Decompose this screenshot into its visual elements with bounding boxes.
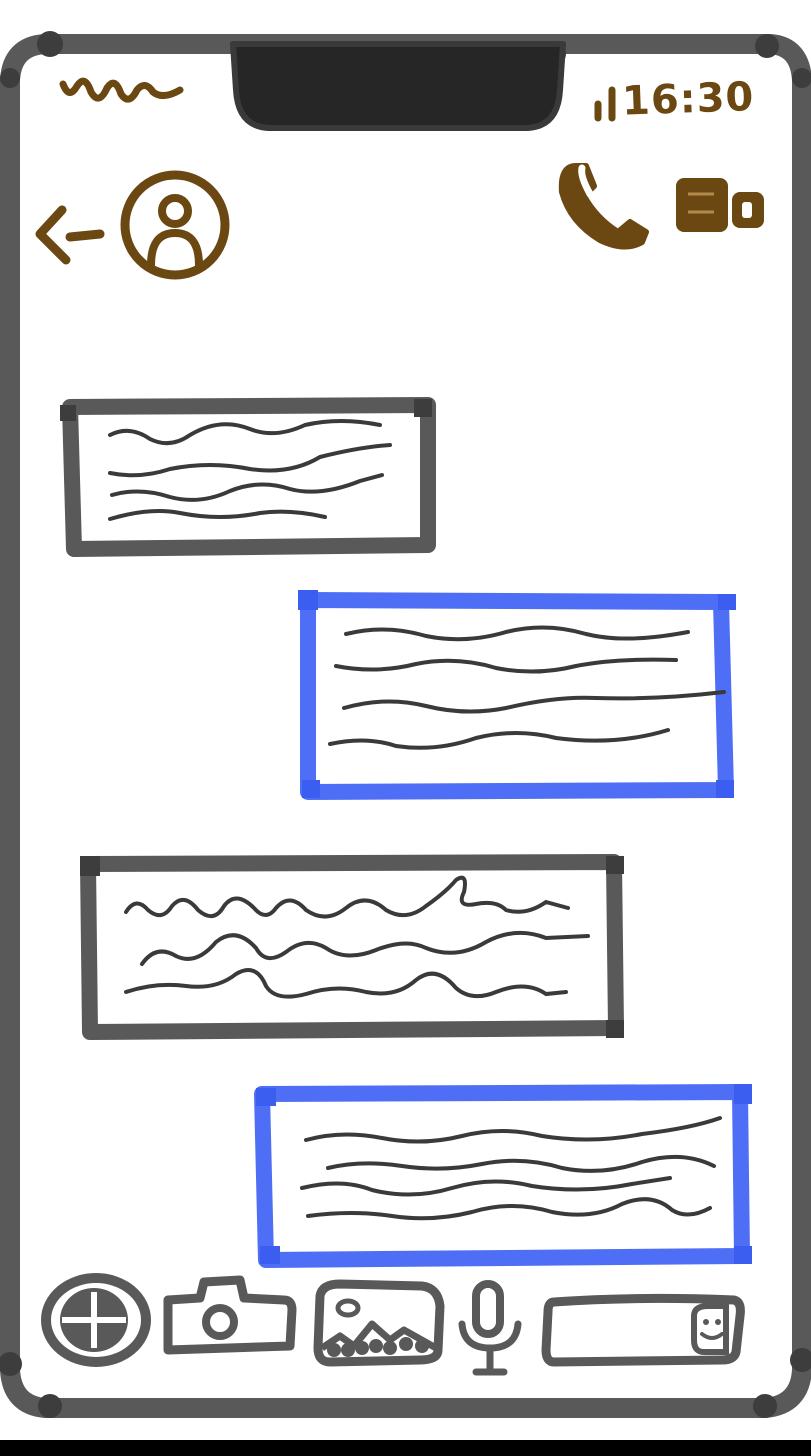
contact-avatar-icon[interactable] — [115, 165, 235, 285]
phone-call-icon[interactable] — [550, 152, 660, 262]
microphone-icon[interactable] — [452, 1278, 528, 1380]
message-bubble-received[interactable] — [60, 395, 436, 560]
emoji-icon[interactable] — [686, 1300, 734, 1360]
camera-notch — [230, 41, 566, 131]
squiggle-carrier-icon — [59, 77, 184, 103]
gallery-icon[interactable] — [310, 1276, 450, 1372]
signal-bars-icon — [594, 86, 616, 122]
video-call-icon[interactable] — [670, 172, 770, 240]
message-bubble-received[interactable] — [76, 852, 631, 1047]
message-input-field[interactable] — [538, 1290, 750, 1370]
back-arrow-icon[interactable] — [30, 200, 110, 270]
status-time: 16:30 — [621, 74, 756, 125]
camera-icon[interactable] — [158, 1270, 298, 1362]
add-attachment-icon[interactable] — [40, 1272, 152, 1368]
message-bubble-sent[interactable] — [296, 588, 741, 806]
message-bubble-sent[interactable] — [252, 1080, 757, 1272]
